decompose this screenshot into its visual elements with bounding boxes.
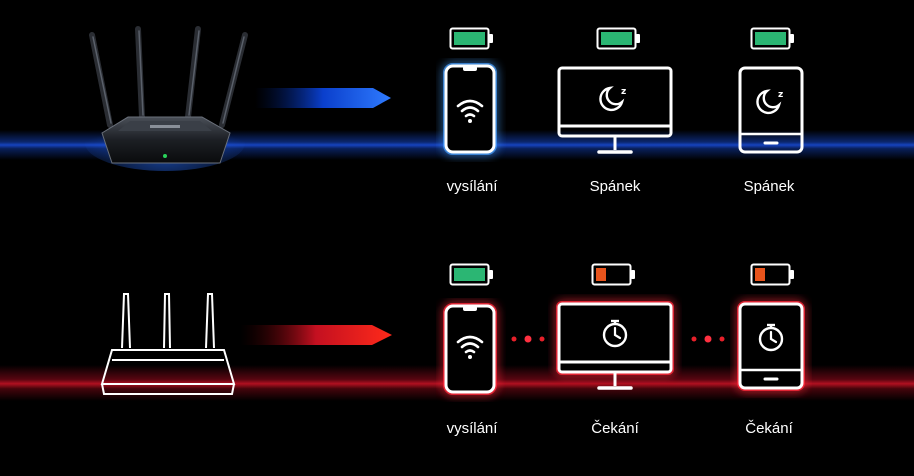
- top-label-phone: vysílání: [446, 178, 498, 195]
- tablet-waiting-icon: [737, 301, 805, 391]
- battery-low-icon: [591, 263, 635, 286]
- battery-full-icon: [449, 263, 493, 286]
- svg-text:z: z: [778, 90, 783, 100]
- svg-text:z: z: [621, 87, 626, 97]
- bottom-label-monitor: Čekání: [591, 420, 639, 437]
- monitor-waiting-icon: [556, 301, 674, 390]
- battery-low-icon: [750, 263, 794, 286]
- battery-full-icon: [596, 27, 640, 50]
- phone-broadcasting-icon: [443, 303, 497, 395]
- battery-full-icon: [750, 27, 794, 50]
- blue-signal-arrow: [255, 88, 391, 108]
- red-signal-arrow: [240, 325, 392, 345]
- bottom-label-phone: vysílání: [446, 420, 498, 437]
- top-label-tablet: Spánek: [743, 178, 795, 195]
- red-dots-connector: [511, 335, 545, 343]
- bottom-label-tablet: Čekání: [745, 420, 793, 437]
- tablet-sleep-icon: z: [738, 66, 804, 154]
- wifi6-router-image: [85, 26, 248, 171]
- phone-broadcasting-icon: [443, 63, 497, 155]
- red-dots-connector: [691, 335, 725, 343]
- battery-full-icon: [449, 27, 493, 50]
- monitor-sleep-icon: z: [557, 66, 673, 154]
- legacy-router-icon: [100, 293, 236, 395]
- top-label-monitor: Spánek: [589, 178, 641, 195]
